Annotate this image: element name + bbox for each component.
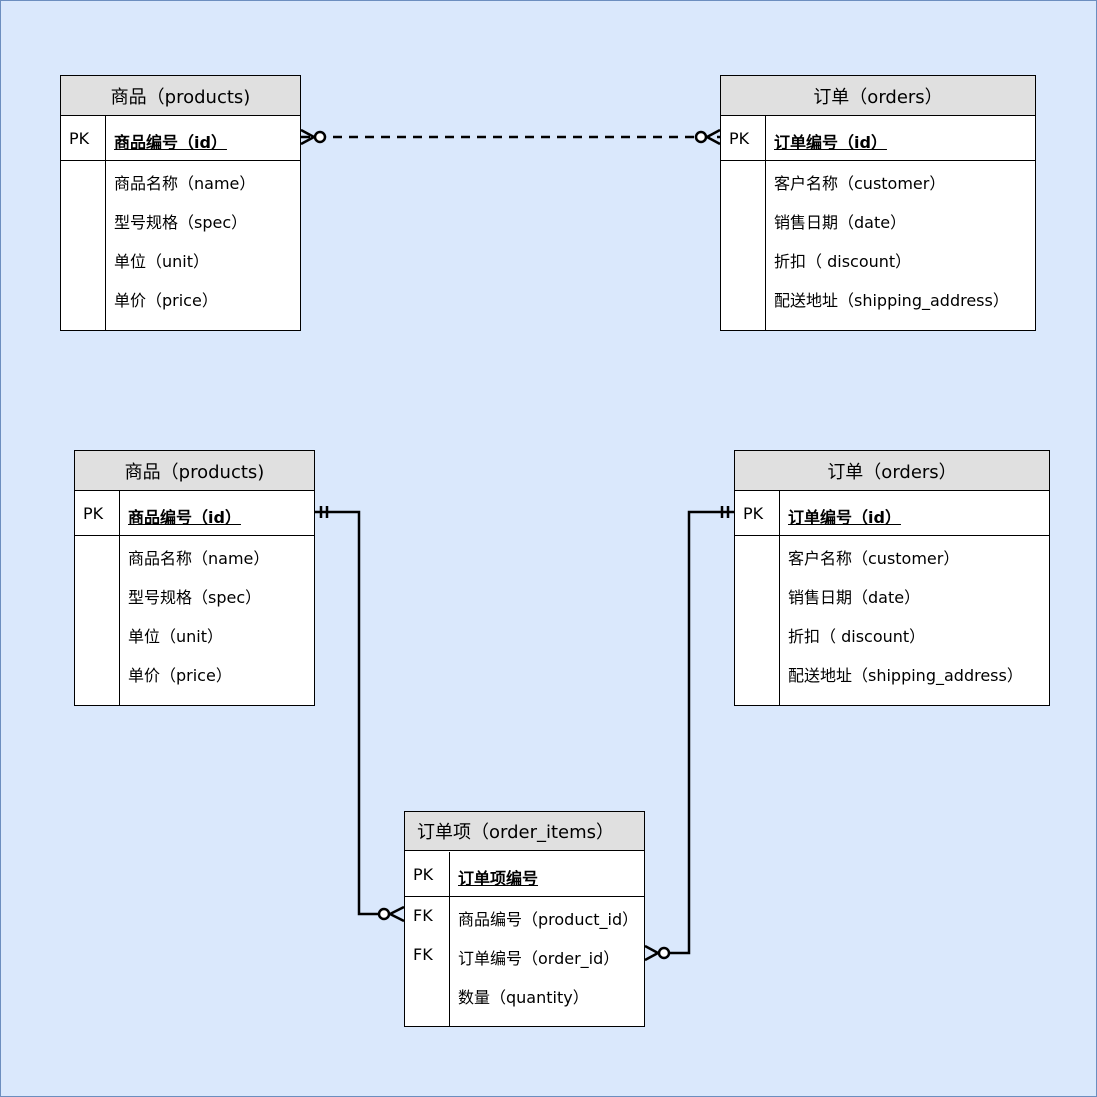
field-spec: 型号规格（spec）: [114, 213, 248, 232]
field-discount: 折扣（ discount）: [788, 627, 926, 646]
field-date: 销售日期（date）: [788, 588, 921, 607]
field-shipping-address: 配送地址（shipping_address）: [774, 291, 1009, 310]
pk-row: PK 商品编号（id）: [61, 116, 300, 161]
pk-field: 商品编号（id）: [128, 508, 241, 527]
pk-row: PK 订单编号（id）: [735, 491, 1049, 536]
pk-key: PK: [743, 504, 764, 523]
products-table-bottom[interactable]: 商品（products) PK 商品编号（id） 商品名称（name） 型号规格…: [74, 450, 315, 706]
column-divider: [779, 491, 780, 705]
orders-table-top[interactable]: 订单（orders） PK 订单编号（id） 客户名称（customer） 销售…: [720, 75, 1036, 331]
table-title: 订单（orders）: [721, 76, 1035, 116]
pk-field: 订单编号（id）: [788, 508, 901, 527]
pk-field: 商品编号（id）: [114, 133, 227, 152]
field-spec: 型号规格（spec）: [128, 588, 262, 607]
relation-line: [670, 510, 734, 955]
zero-or-many-marker-right: [694, 128, 721, 146]
many-to-many-relation[interactable]: [300, 128, 721, 146]
pk-key: PK: [729, 129, 750, 148]
field-price: 单价（price）: [128, 666, 232, 685]
field-unit: 单位（unit）: [114, 252, 210, 271]
zero-or-many-marker: [644, 944, 671, 962]
pk-field: 订单编号（id）: [774, 133, 887, 152]
field-unit: 单位（unit）: [128, 627, 224, 646]
zero-or-many-marker: [377, 905, 405, 923]
pk-row: PK 商品编号（id）: [75, 491, 314, 536]
pk-row: PK 订单项编号: [405, 852, 644, 897]
field-name: 商品名称（name）: [128, 549, 270, 568]
orders-table-bottom[interactable]: 订单（orders） PK 订单编号（id） 客户名称（customer） 销售…: [734, 450, 1050, 706]
order-items-table[interactable]: 订单项（order_items） PK 订单项编号 FK FK 商品编号（pro…: [404, 811, 645, 1027]
products-to-order-items-relation[interactable]: [315, 506, 405, 923]
field-customer: 客户名称（customer）: [774, 174, 946, 193]
field-product-id: 商品编号（product_id）: [458, 910, 639, 929]
relation-line: [315, 510, 378, 916]
orders-to-order-items-relation[interactable]: [644, 506, 734, 962]
pk-key: PK: [83, 504, 104, 523]
pk-row: PK 订单编号（id）: [721, 116, 1035, 161]
table-title: 商品（products): [61, 76, 300, 116]
pk-field: 订单项编号: [458, 869, 539, 888]
field-customer: 客户名称（customer）: [788, 549, 960, 568]
one-and-only-one-marker: [319, 506, 329, 518]
fk-key-order: FK: [413, 945, 433, 964]
column-divider: [119, 491, 120, 705]
field-order-id: 订单编号（order_id）: [458, 949, 620, 968]
field-price: 单价（price）: [114, 291, 218, 310]
products-table-top[interactable]: 商品（products) PK 商品编号（id） 商品名称（name） 型号规格…: [60, 75, 301, 331]
column-divider: [765, 116, 766, 330]
field-date: 销售日期（date）: [774, 213, 907, 232]
column-divider: [449, 852, 450, 1026]
field-discount: 折扣（ discount）: [774, 252, 912, 271]
fk-key-product: FK: [413, 906, 433, 925]
pk-key: PK: [69, 129, 90, 148]
one-and-only-one-marker: [720, 506, 730, 518]
field-shipping-address: 配送地址（shipping_address）: [788, 666, 1023, 685]
table-title: 订单项（order_items）: [405, 812, 644, 851]
table-title: 订单（orders）: [735, 451, 1049, 491]
field-name: 商品名称（name）: [114, 174, 256, 193]
column-divider: [105, 116, 106, 330]
pk-key: PK: [413, 865, 434, 884]
table-title: 商品（products): [75, 451, 314, 491]
field-quantity: 数量（quantity）: [458, 988, 589, 1007]
zero-or-many-marker-left: [300, 128, 327, 146]
